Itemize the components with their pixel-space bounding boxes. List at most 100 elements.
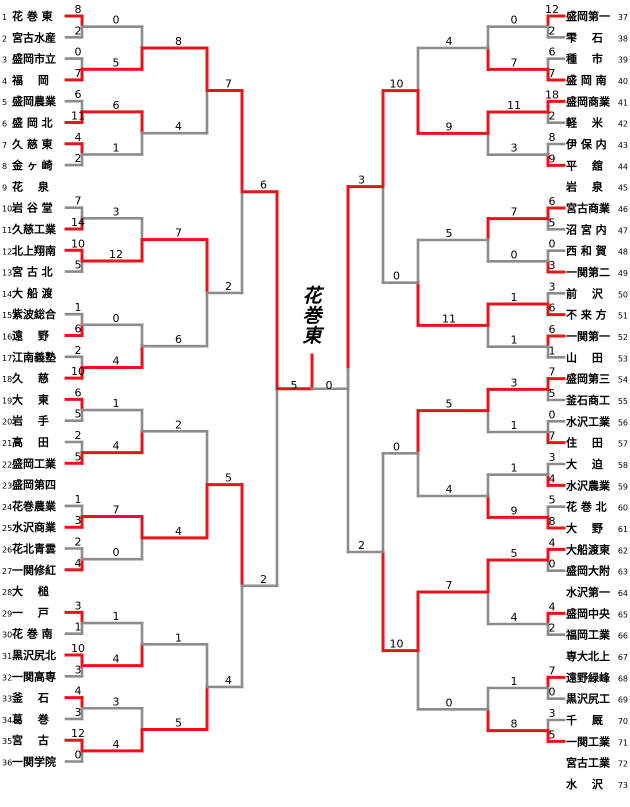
team-name: 一関高専: [12, 669, 56, 683]
team-name: 盛岡第一: [566, 9, 610, 23]
match-score: 5: [549, 728, 556, 741]
match-score: 4: [113, 738, 120, 751]
team-name: 水沢農業: [566, 478, 611, 492]
team-name: 水沢第一: [566, 585, 610, 599]
match-score: 6: [175, 333, 182, 346]
team-number: 68: [618, 674, 628, 683]
team-name: 釜石商工: [565, 393, 610, 407]
team-number: 24: [2, 503, 12, 512]
match-score: 4: [446, 35, 453, 48]
team-name: 盛岡農業: [12, 94, 57, 108]
team-number: 29: [2, 609, 12, 618]
team-number: 4: [2, 77, 7, 86]
match-score: 11: [71, 110, 85, 123]
match-score: 1: [75, 493, 82, 506]
team-name: 盛岡中央: [566, 606, 611, 620]
team-number: 70: [618, 717, 628, 726]
team-number: 7: [2, 141, 7, 150]
match-score: 7: [446, 579, 453, 592]
team-name: 岩 谷 堂: [11, 201, 53, 215]
team-name: 盛岡大附: [566, 564, 610, 578]
team-number: 66: [618, 632, 628, 641]
match-score: 6: [113, 99, 120, 112]
team-number: 37: [618, 13, 628, 22]
match-score: 0: [113, 312, 120, 325]
team-number: 33: [2, 695, 12, 704]
champion-char: 東: [302, 325, 324, 347]
team-name: 花 巻 北: [566, 500, 607, 514]
match-score: 4: [549, 536, 556, 549]
match-score: 7: [511, 206, 518, 219]
team-name: 大 槌: [12, 584, 49, 598]
team-number: 39: [618, 56, 628, 65]
team-name: 山 田: [566, 350, 603, 364]
champion-char: 花: [302, 285, 324, 307]
match-score: 0: [113, 546, 120, 559]
team-number: 6: [2, 120, 7, 129]
match-score: 3: [549, 280, 556, 293]
team-name: 釜 石: [11, 691, 49, 705]
team-number: 56: [618, 418, 628, 427]
team-number: 32: [2, 673, 12, 682]
match-score: 9: [446, 120, 453, 133]
team-name: 一関工業: [566, 734, 611, 748]
match-score: 5: [549, 494, 556, 507]
team-name: 遠野緑峰: [566, 670, 611, 684]
team-name: 久慈工業: [12, 222, 57, 236]
match-score: 1: [511, 462, 518, 475]
team-name: 盛 岡 南: [566, 73, 607, 87]
match-score: 3: [511, 376, 518, 389]
match-score: 12: [71, 727, 85, 740]
team-name: 花 巻 東: [12, 9, 54, 23]
team-entry: 盛岡第一 37: [566, 9, 628, 23]
team-name: 大 東: [12, 392, 50, 406]
team-name: 西 和 賀: [566, 244, 607, 258]
match-score: 0: [549, 238, 556, 251]
team-name: 軽 米: [566, 116, 604, 130]
team-number: 44: [618, 162, 628, 171]
match-score: 10: [71, 642, 85, 655]
match-score: 3: [549, 707, 556, 720]
bracket-lines: [64, 14, 566, 763]
match-score: 0: [549, 558, 556, 571]
match-score: 5: [75, 450, 82, 463]
match-score: 2: [358, 539, 365, 552]
team-name: 久 慈 東: [12, 137, 54, 151]
match-score: 1: [113, 141, 120, 154]
team-number: 26: [2, 546, 12, 555]
team-number: 18: [2, 375, 12, 384]
team-number: 42: [618, 120, 628, 129]
match-score: 8: [549, 131, 556, 144]
match-score: 4: [446, 483, 453, 496]
team-number: 21: [2, 439, 12, 448]
team-name: 盛岡第三: [566, 372, 610, 386]
team-name: 宮 古 北: [12, 265, 53, 279]
match-score: 7: [75, 67, 82, 80]
team-number: 38: [618, 34, 628, 43]
team-number: 23: [2, 482, 12, 491]
